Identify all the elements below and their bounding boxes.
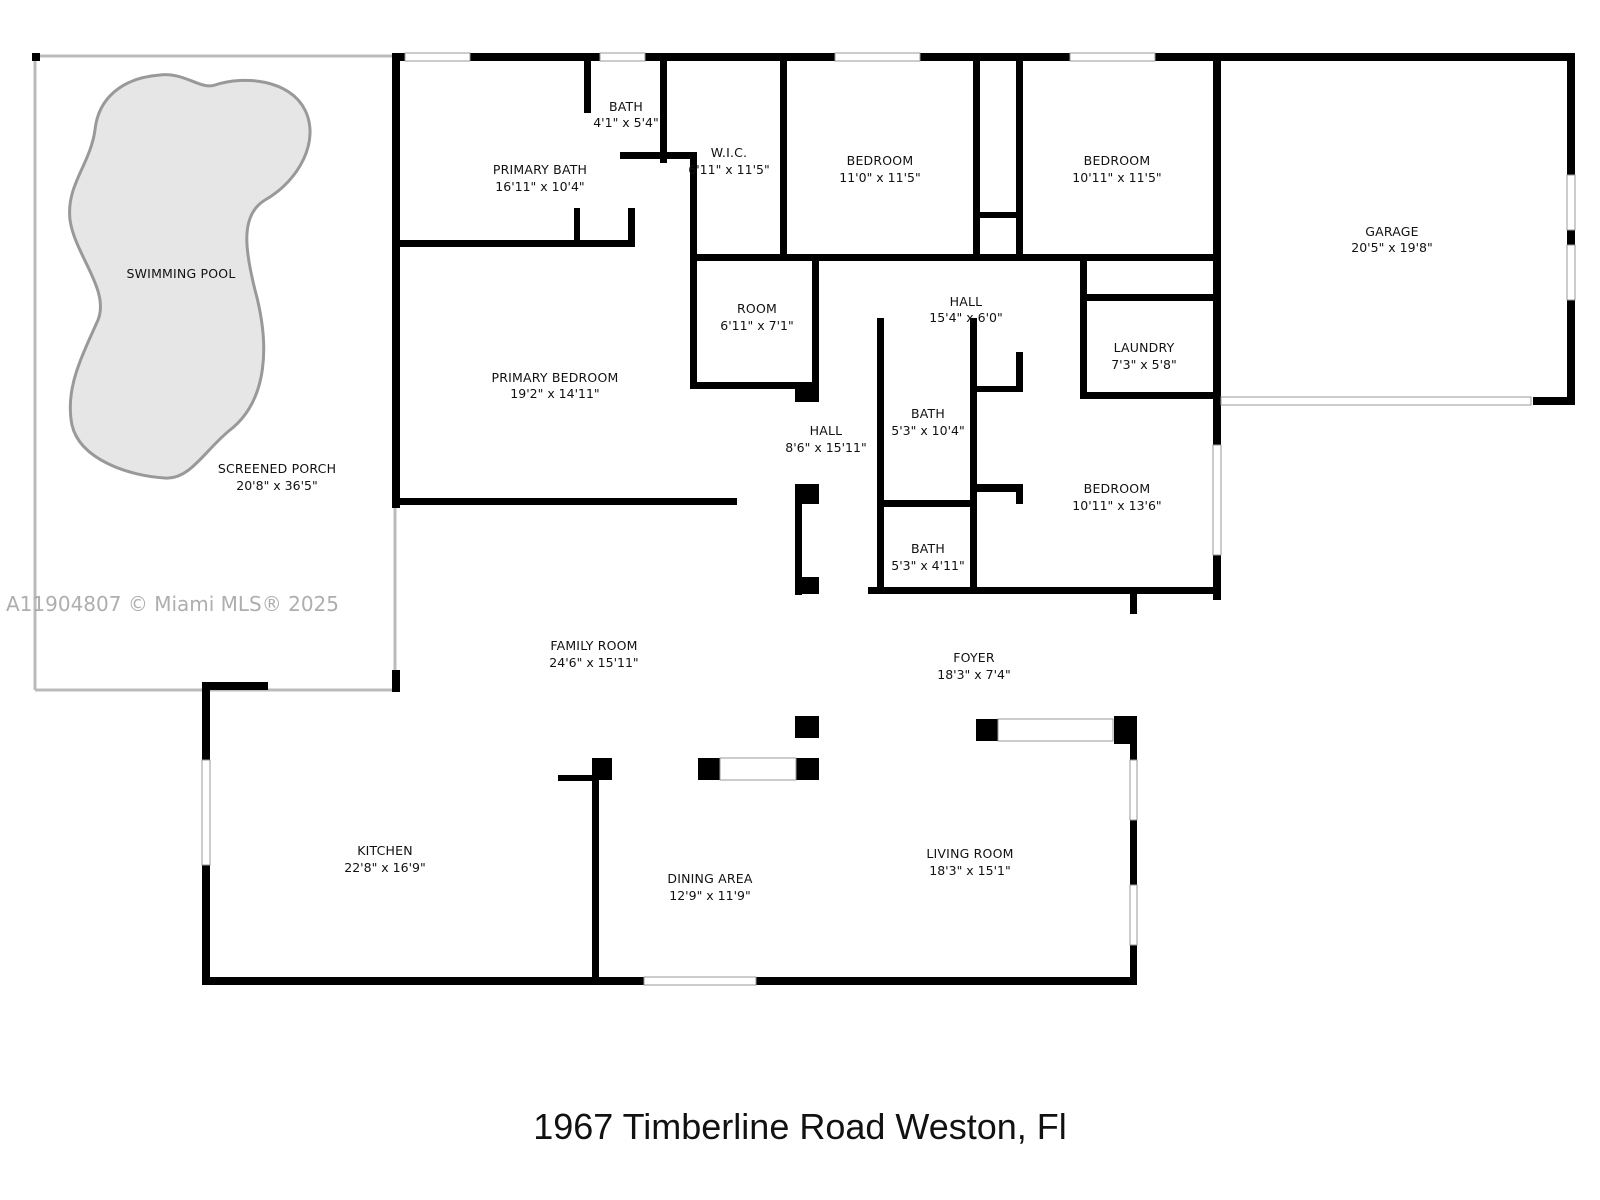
dim-dining-area: 12'9" x 11'9" — [669, 888, 750, 903]
label-living-room: LIVING ROOM — [926, 846, 1013, 861]
label-kitchen: KITCHEN — [357, 843, 413, 858]
dim-bedroom-2: 10'11" x 11'5" — [1072, 170, 1161, 185]
dim-kitchen: 22'8" x 16'9" — [344, 860, 425, 875]
label-foyer: FOYER — [953, 650, 995, 665]
label-primary-bedroom: PRIMARY BEDROOM — [492, 370, 619, 385]
label-garage: GARAGE — [1365, 224, 1419, 239]
address-caption: 1967 Timberline Road Weston, Fl — [533, 1106, 1067, 1147]
dim-living-room: 18'3" x 15'1" — [929, 863, 1010, 878]
dim-bath-small: 4'1" x 5'4" — [593, 115, 659, 130]
swimming-pool-shape — [68, 73, 312, 480]
dim-room: 6'11" x 7'1" — [720, 318, 793, 333]
dim-bedroom-3: 10'11" x 13'6" — [1072, 498, 1161, 513]
dim-bedroom-1: 11'0" x 11'5" — [839, 170, 920, 185]
dim-bath-mid: 5'3" x 10'4" — [891, 423, 964, 438]
label-dining-area: DINING AREA — [667, 871, 752, 886]
watermark: A11904807 © Miami MLS® 2025 — [6, 592, 340, 616]
label-laundry: LAUNDRY — [1114, 340, 1175, 355]
label-family-room: FAMILY ROOM — [550, 638, 637, 653]
label-bath-lower: BATH — [911, 541, 945, 556]
label-room: ROOM — [737, 301, 777, 316]
label-bath-small: BATH — [609, 99, 643, 114]
label-screened-porch: SCREENED PORCH — [218, 461, 336, 476]
dim-garage: 20'5" x 19'8" — [1351, 240, 1432, 255]
dim-hall-upper: 15'4" x 6'0" — [929, 310, 1002, 325]
label-bedroom-3: BEDROOM — [1084, 481, 1151, 496]
dim-laundry: 7'3" x 5'8" — [1111, 357, 1177, 372]
walls — [32, 53, 1575, 985]
label-hall-upper: HALL — [950, 294, 983, 309]
label-hall-lower: HALL — [810, 423, 843, 438]
label-primary-bath: PRIMARY BATH — [493, 162, 587, 177]
dim-hall-lower: 8'6" x 15'11" — [785, 440, 866, 455]
windows — [201, 52, 1576, 986]
dim-wic: 6'11" x 11'5" — [688, 162, 769, 177]
label-wic: W.I.C. — [711, 145, 747, 160]
label-bedroom-1: BEDROOM — [847, 153, 914, 168]
label-swimming-pool: SWIMMING POOL — [126, 266, 235, 281]
dim-foyer: 18'3" x 7'4" — [937, 667, 1010, 682]
dim-bath-lower: 5'3" x 4'11" — [891, 558, 964, 573]
dim-primary-bath: 16'11" x 10'4" — [495, 179, 584, 194]
dim-screened-porch: 20'8" x 36'5" — [236, 478, 317, 493]
dim-family-room: 24'6" x 15'11" — [549, 655, 638, 670]
label-bedroom-2: BEDROOM — [1084, 153, 1151, 168]
dim-primary-bedroom: 19'2" x 14'11" — [510, 386, 599, 401]
label-bath-mid: BATH — [911, 406, 945, 421]
